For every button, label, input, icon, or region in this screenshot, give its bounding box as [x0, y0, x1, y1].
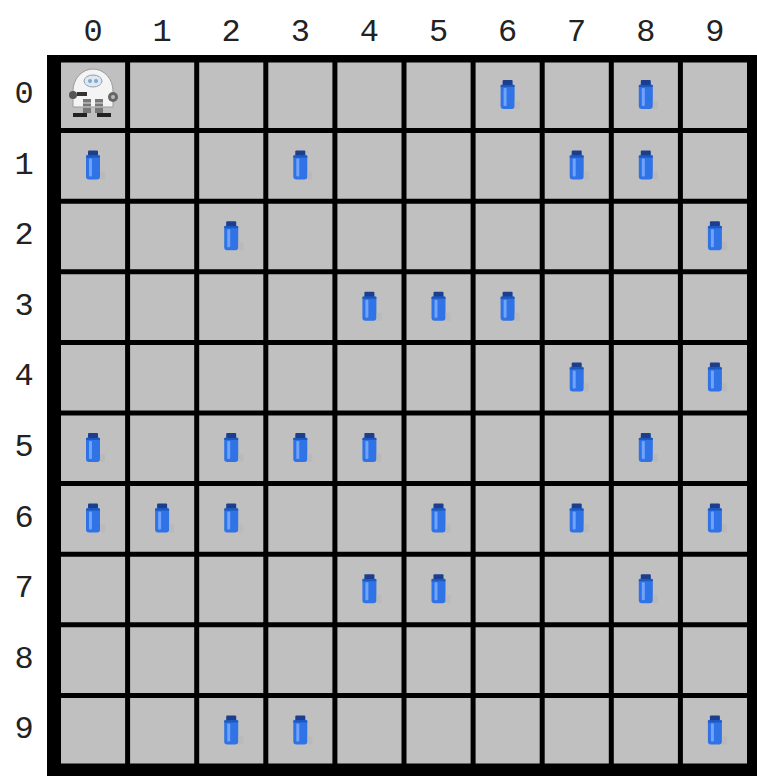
row-number: 3: [14, 291, 33, 323]
board-cells: [59, 60, 750, 766]
column-number: 3: [291, 17, 310, 49]
robot-icon: [69, 69, 118, 117]
column-number: 8: [636, 17, 655, 49]
column-number: 7: [567, 17, 586, 49]
row-number: 5: [14, 432, 33, 464]
column-number: 4: [360, 17, 379, 49]
row-number: 1: [14, 150, 33, 182]
grid-lines: [59, 60, 750, 766]
cans: [86, 80, 727, 744]
column-number: 9: [705, 17, 724, 49]
column-number: 2: [222, 17, 241, 49]
column-number: 1: [152, 17, 171, 49]
row-number: 9: [14, 714, 33, 746]
row-number: 2: [14, 220, 33, 252]
column-number: 0: [83, 17, 102, 49]
column-number: 6: [498, 17, 517, 49]
row-number: 4: [14, 361, 33, 393]
column-number: 5: [429, 17, 448, 49]
row-number: 8: [14, 644, 33, 676]
row-number: 7: [14, 573, 33, 605]
board-frame: [47, 55, 757, 776]
row-number: 6: [14, 503, 33, 535]
row-number: 0: [14, 79, 33, 111]
